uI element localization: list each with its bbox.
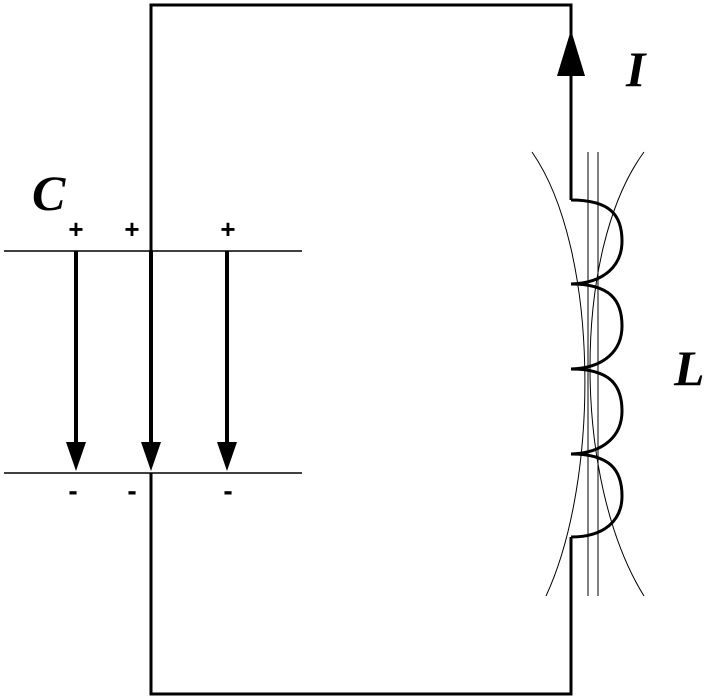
charge-top-middle: +: [124, 214, 139, 244]
charge-bottom-middle: -: [127, 475, 136, 506]
charge-top-left: +: [68, 214, 83, 244]
magnetic-field-line-left: [531, 151, 586, 597]
charge-top-right: +: [220, 214, 235, 244]
current-arrow-icon: [557, 30, 585, 76]
field-arrow-middle-head: [141, 442, 161, 471]
wire-left-upper: [149, 3, 573, 251]
field-arrows: [66, 251, 237, 471]
inductor-label: L: [673, 340, 705, 396]
wire-left-lower: [149, 473, 573, 696]
capacitor-label: C: [32, 165, 66, 221]
inductor-coil: [570, 198, 624, 539]
charge-bottom-left: -: [68, 475, 77, 506]
field-arrow-left-head: [66, 442, 86, 471]
inductor: [531, 151, 645, 597]
circuit-wire: [149, 3, 573, 696]
field-arrow-right-head: [217, 442, 237, 471]
current-label: I: [625, 41, 647, 97]
magnetic-field-line-right: [589, 151, 645, 597]
charge-bottom-right: -: [223, 475, 232, 506]
